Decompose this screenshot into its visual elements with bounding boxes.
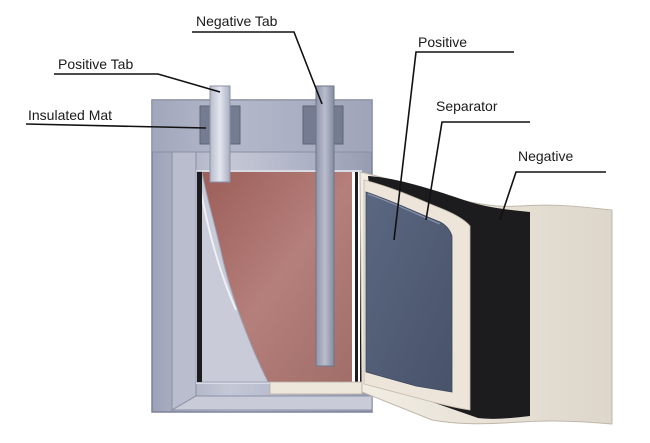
leader-positive-tab <box>54 73 221 93</box>
labels: Negative Tab Positive Tab Insulated Mat … <box>28 13 573 164</box>
leader-separator <box>425 121 530 221</box>
unrolled-layers <box>359 171 613 425</box>
label-negative-tab: Negative Tab <box>196 13 278 29</box>
leader-positive <box>393 51 514 241</box>
leader-negative <box>499 171 606 221</box>
positive-tab <box>209 85 231 183</box>
leader-lines <box>25 31 606 241</box>
label-positive: Positive <box>418 34 467 50</box>
negative-tab <box>315 85 335 367</box>
label-separator: Separator <box>436 98 498 114</box>
leader-insulated-mat <box>25 123 207 129</box>
label-negative: Negative <box>518 148 573 164</box>
label-insulated-mat: Insulated Mat <box>28 107 112 123</box>
label-positive-tab: Positive Tab <box>58 56 133 72</box>
inner-pouch <box>195 170 363 395</box>
leader-negative-tab <box>192 31 323 105</box>
